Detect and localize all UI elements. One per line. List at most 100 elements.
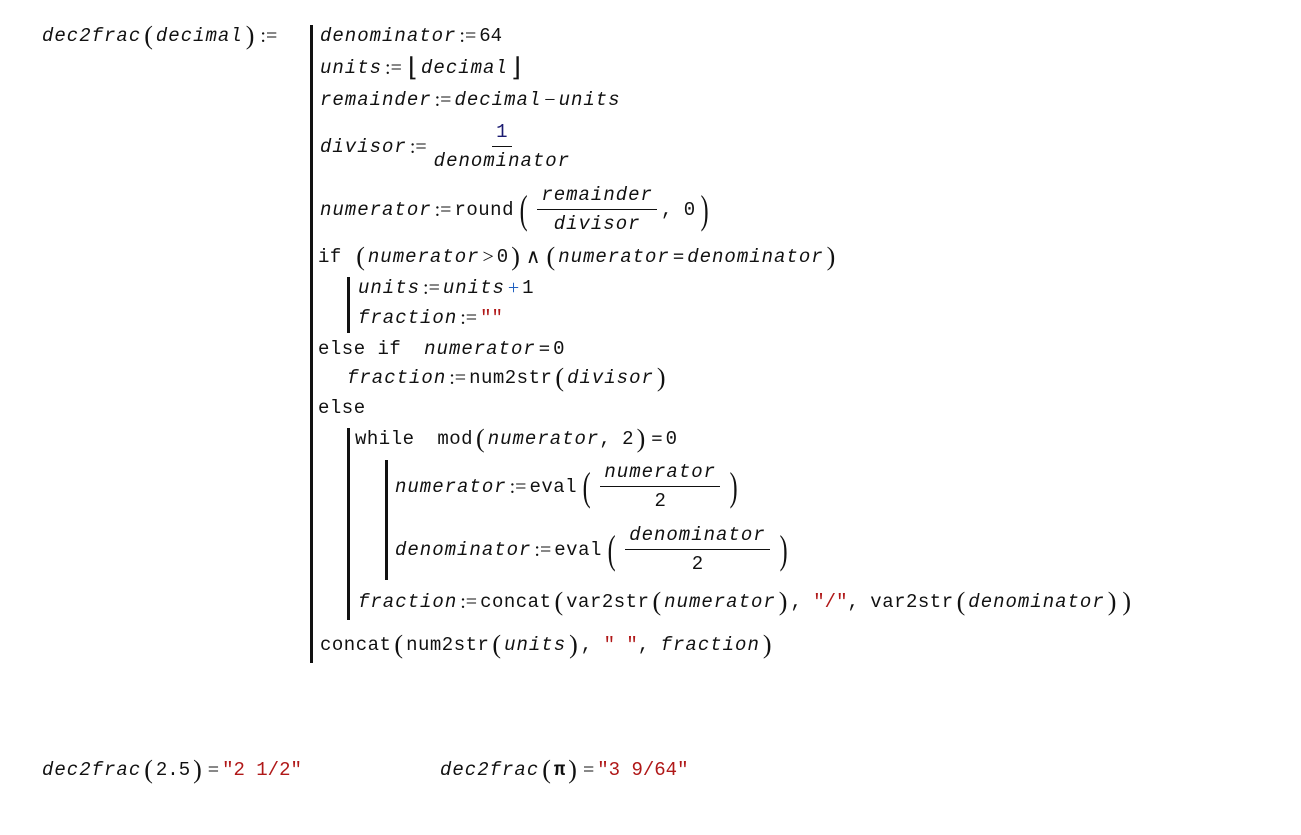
function: var2str xyxy=(566,591,650,613)
var: numerator xyxy=(395,475,507,498)
op: − xyxy=(544,89,556,111)
paren: ( xyxy=(144,21,153,50)
line-else[interactable]: else xyxy=(318,396,366,420)
definition-header[interactable]: dec2frac ( decimal ) := xyxy=(42,21,280,50)
op: := xyxy=(460,307,478,329)
op: := xyxy=(409,135,427,158)
string: "" xyxy=(480,307,503,329)
function: mod xyxy=(437,428,474,450)
fraction-expr: remainder divisor xyxy=(537,183,657,236)
var: divisor xyxy=(320,135,407,158)
paren: ) xyxy=(729,463,738,509)
function: var2str xyxy=(870,591,954,613)
op: = xyxy=(582,759,595,781)
while-block-bar xyxy=(385,460,388,580)
var: divisor xyxy=(567,367,654,389)
var: fraction xyxy=(358,591,458,613)
assign-operator: := xyxy=(260,25,278,47)
paren: ( xyxy=(144,755,153,784)
numerator: denominator xyxy=(625,523,770,550)
function: eval xyxy=(554,538,602,561)
function-name: dec2frac xyxy=(42,759,142,781)
result-string: "2 1/2" xyxy=(222,759,302,781)
comma: , xyxy=(847,591,859,613)
var: units xyxy=(558,89,621,111)
comma: , xyxy=(637,634,650,656)
comma: , xyxy=(599,428,611,450)
number: 2 xyxy=(622,428,634,450)
line-remainder[interactable]: remainder:=decimal−units xyxy=(320,88,621,112)
if-block-bar xyxy=(347,277,350,333)
var: units xyxy=(442,277,505,299)
op: := xyxy=(449,367,467,389)
var: denominator xyxy=(395,538,532,561)
line-units-increment[interactable]: units:=units+1 xyxy=(358,276,534,300)
function: eval xyxy=(529,475,578,498)
line-while[interactable]: while mod(numerator, 2)=0 xyxy=(355,424,678,453)
var: numerator xyxy=(320,198,432,221)
line-fraction-concat[interactable]: fraction:=concat(var2str(numerator), "/"… xyxy=(358,587,1134,616)
var: remainder xyxy=(320,89,432,111)
number: 0 xyxy=(683,198,696,221)
var: decimal xyxy=(454,89,542,111)
var: numerator xyxy=(487,428,600,450)
numerator: remainder xyxy=(537,183,657,210)
var: units xyxy=(504,634,567,656)
evaluation-2[interactable]: dec2frac(π)="3 9/64" xyxy=(440,757,688,783)
line-if[interactable]: if (numerator>0)∧(numerator=denominator) xyxy=(318,242,838,271)
keyword-else: else xyxy=(318,397,366,419)
line-units[interactable]: units:=⌊decimal⌋ xyxy=(320,53,524,82)
evaluation-1[interactable]: dec2frac(2.5)="2 1/2" xyxy=(42,755,302,784)
comma: , xyxy=(790,591,802,613)
line-denominator[interactable]: denominator:=64 xyxy=(320,24,502,48)
line-return-concat[interactable]: concat(num2str(units), " ", fraction) xyxy=(320,630,775,659)
paren: ) xyxy=(636,424,646,453)
var: numerator xyxy=(367,246,480,268)
paren: ( xyxy=(582,463,591,509)
var: units xyxy=(320,57,383,79)
keyword-while: while xyxy=(355,428,415,450)
keyword-if: if xyxy=(318,246,342,268)
function: num2str xyxy=(469,367,553,389)
floor-right: ⌋ xyxy=(510,53,521,82)
paren: ( xyxy=(476,424,485,453)
paren: ) xyxy=(569,630,578,659)
string: "/" xyxy=(813,591,848,613)
paren: ) xyxy=(245,21,255,50)
var: numerator xyxy=(424,338,536,360)
var: fraction xyxy=(660,634,760,656)
number: 0 xyxy=(665,428,678,450)
var: units xyxy=(358,277,421,299)
line-else-if[interactable]: else if numerator=0 xyxy=(318,337,565,361)
string: " " xyxy=(603,634,638,656)
else-block-bar xyxy=(347,428,350,620)
line-fraction-num2str[interactable]: fraction:=num2str(divisor) xyxy=(347,365,669,391)
denominator: divisor xyxy=(553,213,641,235)
op: := xyxy=(434,198,452,221)
paren: ( xyxy=(492,630,502,659)
paren: ( xyxy=(652,587,662,616)
var: numerator xyxy=(664,591,776,613)
op: = xyxy=(207,759,220,781)
numerator: numerator xyxy=(600,460,721,487)
var: fraction xyxy=(358,307,458,329)
op: = xyxy=(672,246,685,268)
op: = xyxy=(538,338,551,360)
paren: ) xyxy=(511,242,520,271)
paren: ( xyxy=(394,630,404,659)
denominator: 2 xyxy=(654,490,666,512)
op: := xyxy=(460,591,478,613)
keyword-else-if: else if xyxy=(318,338,402,360)
program-bar xyxy=(310,25,313,663)
parameter: decimal xyxy=(155,25,243,47)
comma: , xyxy=(660,198,673,221)
paren: ) xyxy=(1107,587,1117,616)
paren: ( xyxy=(956,587,966,616)
op: := xyxy=(509,475,527,498)
line-fraction-empty[interactable]: fraction:="" xyxy=(358,306,503,330)
